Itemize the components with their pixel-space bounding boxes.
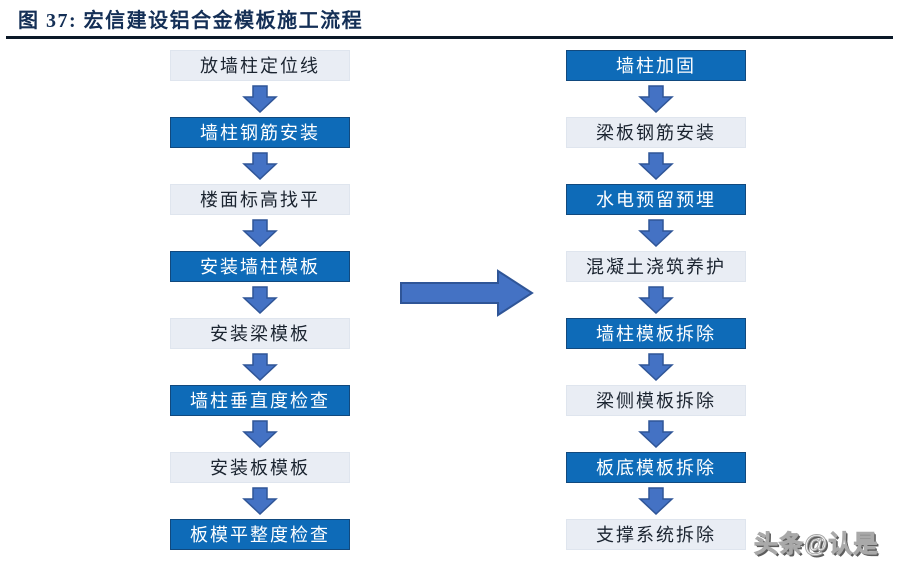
flow-step: 板底模板拆除 bbox=[566, 452, 746, 483]
down-arrow-icon bbox=[638, 349, 674, 385]
down-arrow-icon bbox=[638, 81, 674, 117]
right-flow-column: 墙柱加固梁板钢筋安装水电预留预埋混凝土浇筑养护墙柱模板拆除梁侧模板拆除板底模板拆… bbox=[566, 50, 746, 550]
left-flow-column: 放墙柱定位线墙柱钢筋安装楼面标高找平安装墙柱模板安装梁模板墙柱垂直度检查安装板模… bbox=[170, 50, 350, 550]
figure-title: 图 37: 宏信建设铝合金模板施工流程 bbox=[18, 10, 364, 32]
down-arrow-icon bbox=[638, 416, 674, 452]
down-arrow-icon bbox=[638, 148, 674, 184]
flow-step: 水电预留预埋 bbox=[566, 184, 746, 215]
down-arrow-icon bbox=[242, 282, 278, 318]
down-arrow-icon bbox=[638, 215, 674, 251]
flow-step: 楼面标高找平 bbox=[170, 184, 350, 215]
flow-step: 支撑系统拆除 bbox=[566, 519, 746, 550]
flow-step: 梁板钢筋安装 bbox=[566, 117, 746, 148]
right-arrow-icon bbox=[400, 269, 534, 317]
flow-step: 墙柱钢筋安装 bbox=[170, 117, 350, 148]
title-underline bbox=[6, 36, 893, 39]
flow-step: 安装板模板 bbox=[170, 452, 350, 483]
down-arrow-icon bbox=[242, 483, 278, 519]
flow-step: 梁侧模板拆除 bbox=[566, 385, 746, 416]
down-arrow-icon bbox=[242, 349, 278, 385]
flow-step: 混凝土浇筑养护 bbox=[566, 251, 746, 282]
right-arrow-connector bbox=[400, 268, 535, 318]
flow-step: 板模平整度检查 bbox=[170, 519, 350, 550]
down-arrow-icon bbox=[242, 416, 278, 452]
down-arrow-icon bbox=[242, 148, 278, 184]
down-arrow-icon bbox=[638, 483, 674, 519]
down-arrow-icon bbox=[638, 282, 674, 318]
down-arrow-icon bbox=[242, 81, 278, 117]
flow-step: 安装墙柱模板 bbox=[170, 251, 350, 282]
flow-step: 安装梁模板 bbox=[170, 318, 350, 349]
watermark: 头条@认是 bbox=[753, 531, 879, 559]
flow-step: 墙柱模板拆除 bbox=[566, 318, 746, 349]
down-arrow-icon bbox=[242, 215, 278, 251]
flow-step: 墙柱加固 bbox=[566, 50, 746, 81]
flow-step: 墙柱垂直度检查 bbox=[170, 385, 350, 416]
flow-step: 放墙柱定位线 bbox=[170, 50, 350, 81]
